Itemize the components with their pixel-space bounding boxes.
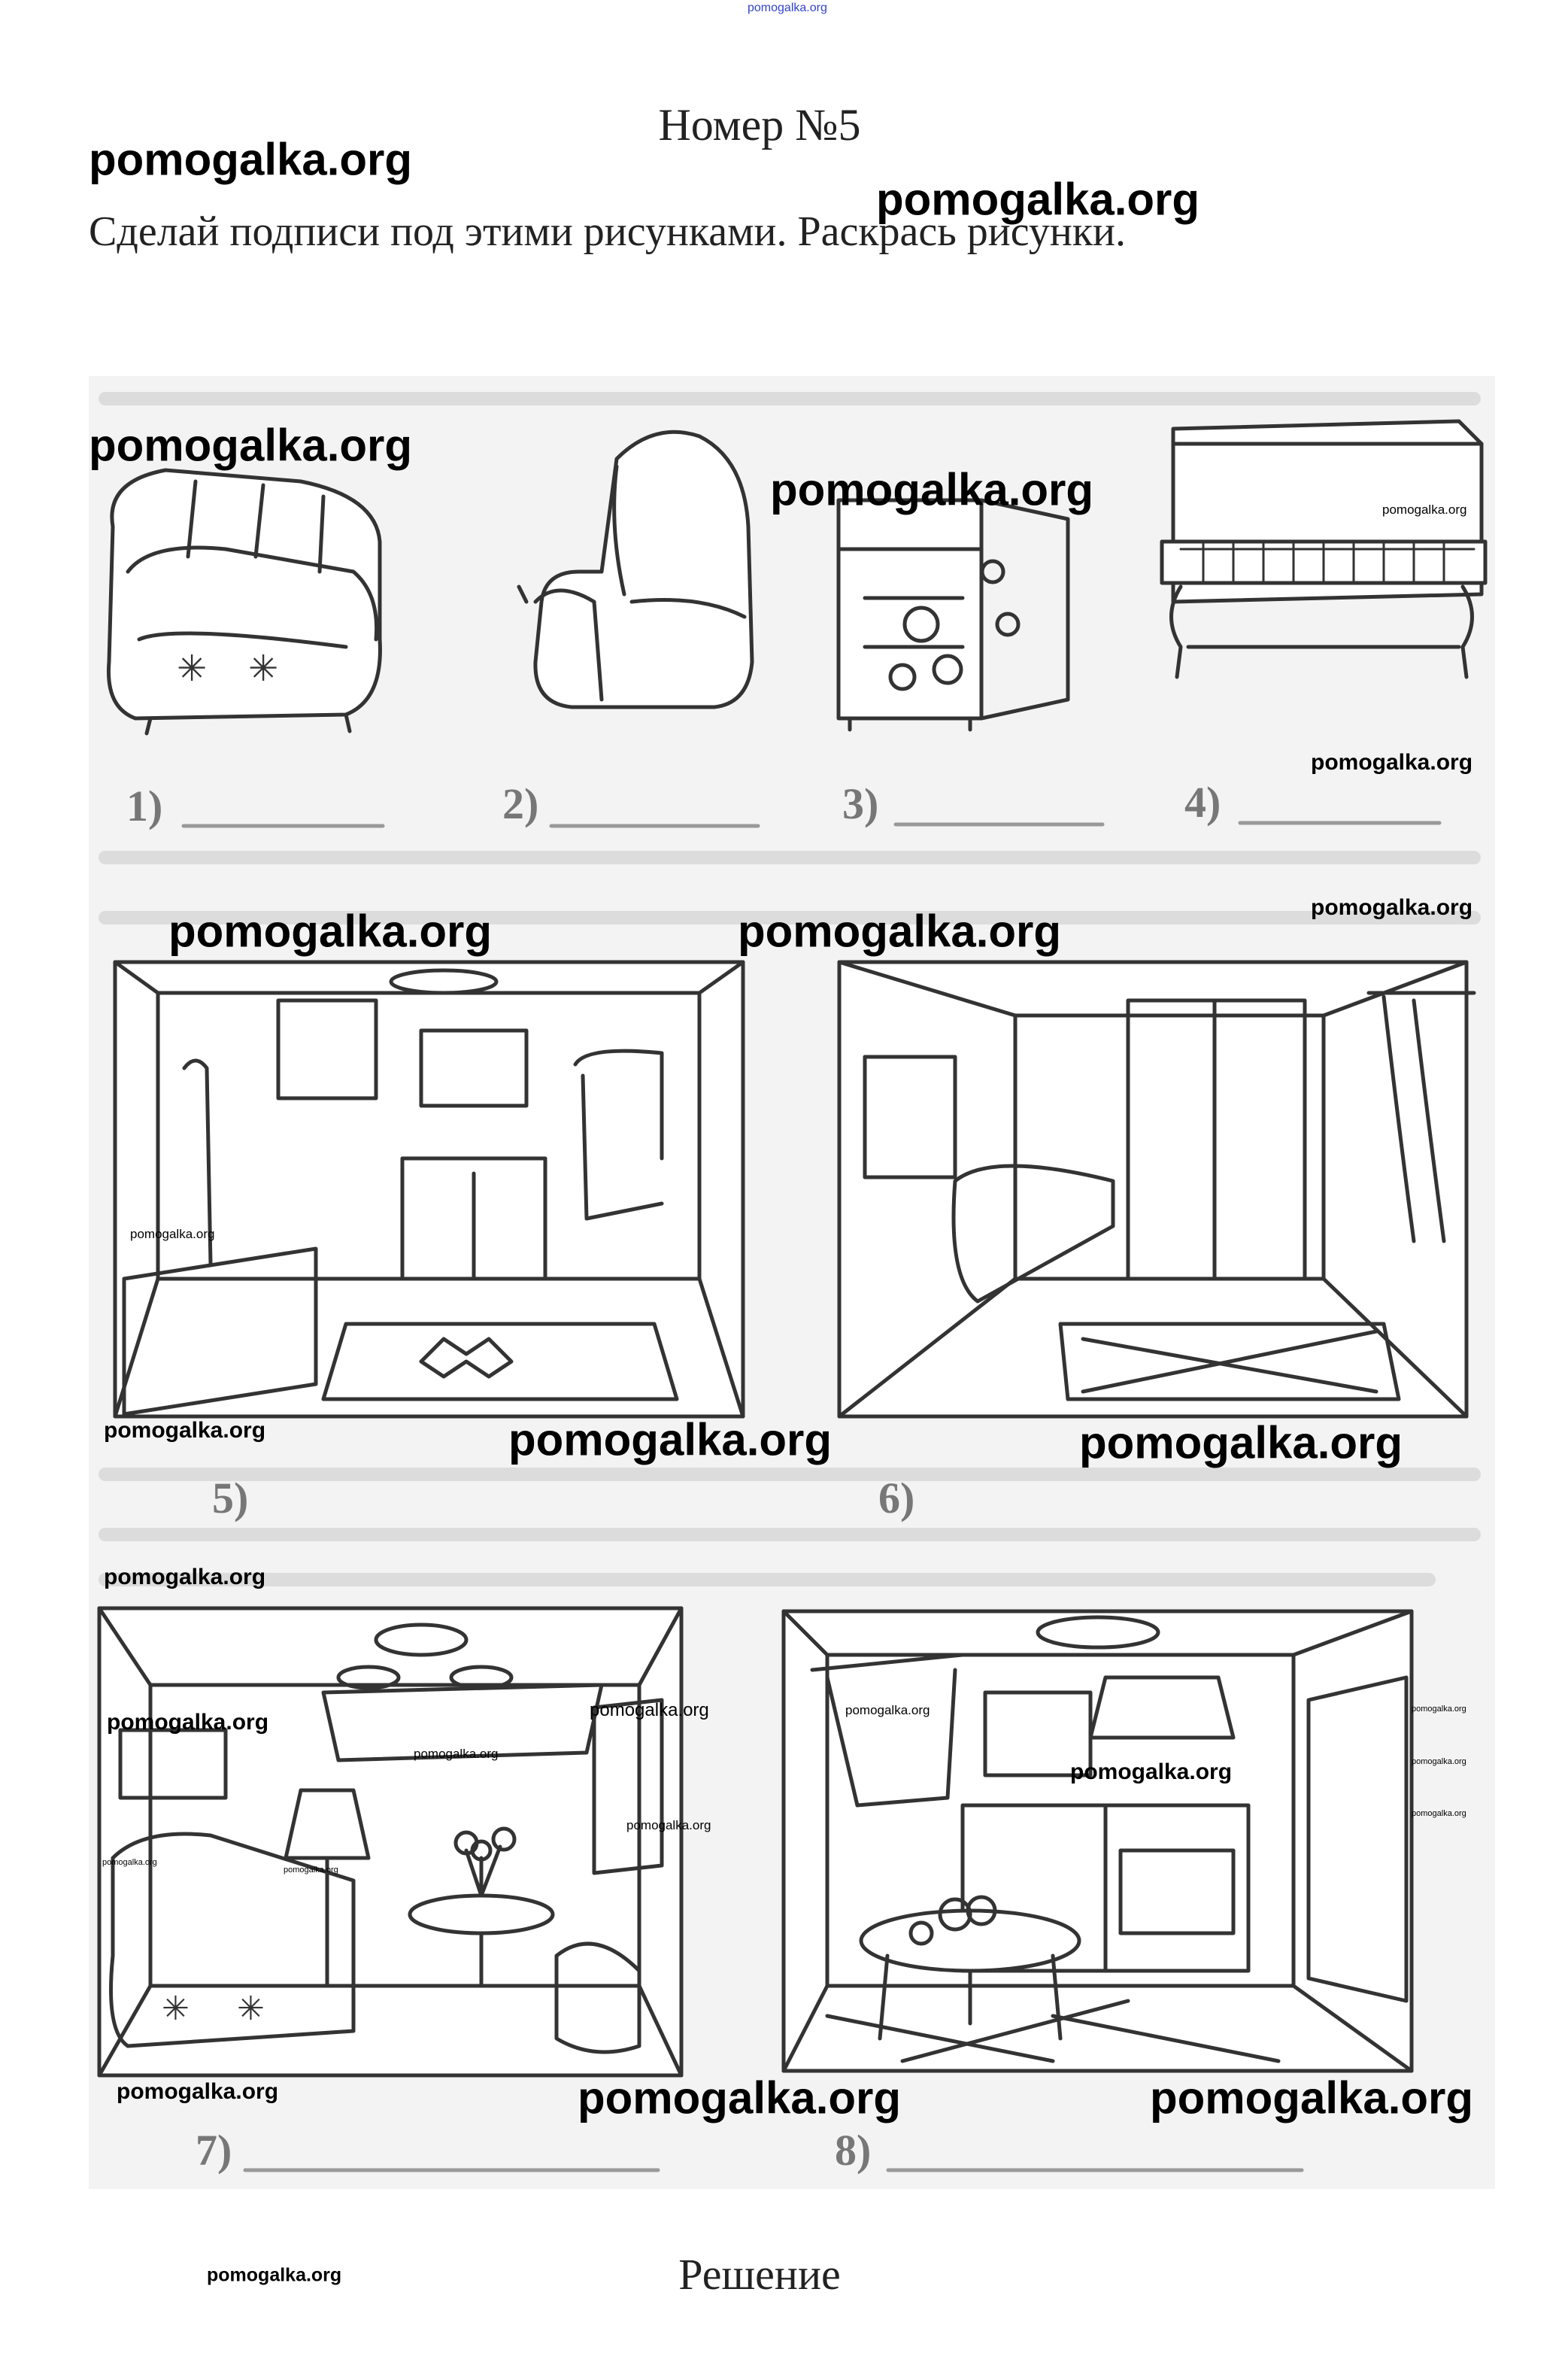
bathroom-drawing (113, 960, 745, 1419)
watermark: pomogalka.org (845, 1703, 930, 1717)
answer-lines-row1 (181, 821, 1442, 828)
bedroom-drawing (837, 960, 1476, 1419)
watermark: pomogalka.org (89, 420, 413, 471)
solution-heading: Решение (678, 2250, 841, 2299)
svg-text:✳: ✳ (237, 1990, 265, 2027)
watermark: pomogalka.org (1311, 895, 1473, 920)
watermark: pomogalka.org (117, 2079, 279, 2104)
watermark: pomogalka.org (284, 1865, 338, 1875)
label-4: 4) (1184, 778, 1221, 827)
svg-text:✳: ✳ (162, 1990, 190, 2027)
label-3: 3) (842, 779, 879, 828)
label-5: 5) (212, 1474, 249, 1522)
watermark: pomogalka.org (578, 2072, 902, 2124)
watermark: pomogalka.org (1412, 1757, 1466, 1766)
watermark: pomogalka.org (770, 464, 1094, 515)
watermark: pomogalka.org (168, 906, 493, 957)
watermark: pomogalka.org (102, 1858, 157, 1867)
label-8: 8) (835, 2126, 872, 2175)
top-watermark: pomogalka.org (748, 2, 827, 14)
piano-drawing (1160, 419, 1488, 679)
watermark: pomogalka.org (107, 1710, 269, 1735)
svg-text:✳: ✳ (248, 649, 278, 689)
faded-background-text (99, 392, 1481, 1586)
watermark: pomogalka.org (1412, 1809, 1466, 1818)
watermark: pomogalka.org (590, 1700, 709, 1720)
svg-text:✳: ✳ (177, 649, 207, 689)
watermark: pomogalka.org (104, 1418, 266, 1443)
watermark: pomogalka.org (1412, 1705, 1466, 1714)
living-room-drawing: ✳ ✳ (97, 1606, 684, 2078)
label-2: 2) (502, 779, 539, 828)
watermark: pomogalka.org (1079, 1417, 1403, 1468)
watermark: pomogalka.org (130, 1227, 215, 1241)
watermark: pomogalka.org (1150, 2072, 1474, 2124)
watermark: pomogalka.org (876, 174, 1200, 225)
label-7: 7) (196, 2126, 232, 2175)
armchair-drawing (517, 430, 754, 709)
fridge-drawing (836, 498, 1070, 732)
watermark: pomogalka.org (508, 1414, 833, 1465)
watermark: pomogalka.org (207, 2264, 342, 2286)
sofa-drawing: ✳ ✳ (106, 468, 382, 736)
watermark: pomogalka.org (414, 1747, 499, 1761)
instruction-text: Сделай подписи под этими рисунками. Раск… (89, 208, 1127, 255)
watermark: pomogalka.org (104, 1565, 266, 1589)
watermark: pomogalka.org (1382, 502, 1467, 517)
page-title: Номер №5 (658, 100, 861, 150)
watermark: pomogalka.org (626, 1818, 711, 1832)
watermark: pomogalka.org (89, 134, 413, 185)
watermark: pomogalka.org (1311, 750, 1473, 775)
watermark: pomogalka.org (1070, 1759, 1233, 1784)
label-6: 6) (878, 1474, 915, 1522)
watermark: pomogalka.org (738, 906, 1062, 957)
kitchen-drawing (781, 1609, 1414, 2073)
label-1: 1) (126, 782, 163, 830)
